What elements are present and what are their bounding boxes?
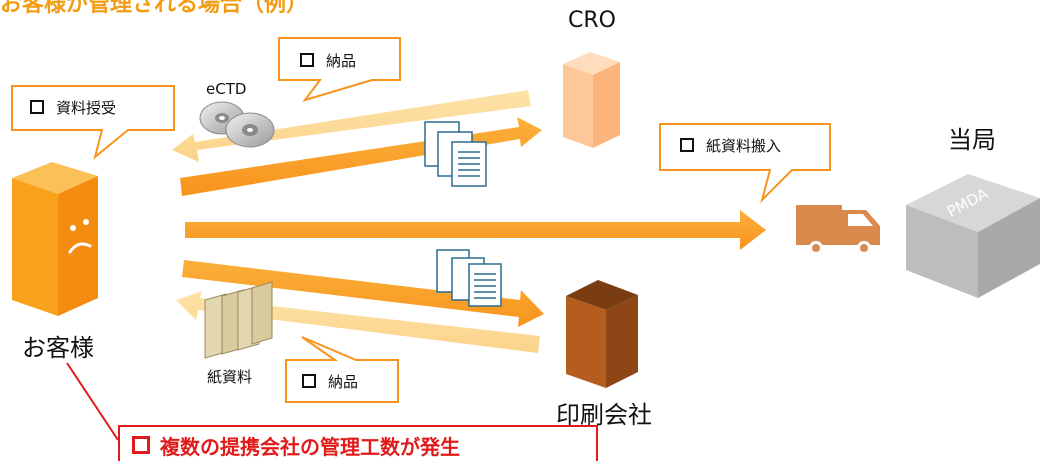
alert-text: 複数の提携会社の管理工数が発生 [132, 431, 460, 460]
alert-connector-line [66, 362, 119, 441]
callout-delivery-bottom-label: 納品 [328, 373, 359, 391]
checkbox-icon [300, 53, 314, 67]
callout-delivery-bottom-text: 納品 [302, 371, 358, 392]
callout-exchange-label: 資料授受 [56, 99, 117, 117]
arrow-cro-to-customer [172, 90, 531, 162]
paper-docs-label: 紙資料 [207, 368, 253, 386]
alert-box: 複数の提携会社の管理工数が発生 [118, 425, 598, 461]
arrow-customer-to-cro [180, 117, 542, 196]
cro-label: CRO [568, 8, 616, 33]
ectd-label: eCTD [206, 80, 247, 98]
callout-delivery-top-text: 納品 [300, 50, 356, 71]
checkbox-icon [302, 374, 316, 388]
callout-paper-delivery [659, 123, 831, 204]
pmda-box-icon [906, 174, 1040, 298]
disc-icon [199, 101, 275, 148]
printer-label: 印刷会社 [556, 401, 652, 429]
page-title: お客様が管理される場合（例） [0, 0, 309, 17]
callout-delivery-bottom [285, 336, 399, 403]
checkbox-icon [680, 138, 694, 152]
customer-box-icon [12, 162, 98, 316]
truck-icon [796, 205, 880, 255]
arrow-customer-to-authority [185, 210, 766, 250]
callout-exchange-text: 資料授受 [30, 97, 116, 118]
callout-paper-delivery-label: 紙資料搬入 [706, 137, 782, 155]
arrow-customer-to-printer [182, 260, 544, 327]
callout-exchange [11, 85, 175, 160]
checkbox-icon [30, 100, 44, 114]
customer-label: お客様 [22, 334, 94, 362]
document-stack-icon [436, 249, 502, 307]
cro-box-icon [563, 52, 620, 148]
document-stack-icon [424, 121, 487, 187]
callout-paper-delivery-text: 紙資料搬入 [680, 135, 781, 156]
printer-box-icon [566, 280, 638, 388]
binder-icon [204, 281, 273, 359]
authority-label: 当局 [948, 126, 996, 154]
alert-label: 複数の提携会社の管理工数が発生 [160, 435, 460, 459]
checkbox-icon [132, 436, 150, 454]
callout-delivery-top-label: 納品 [326, 52, 357, 70]
